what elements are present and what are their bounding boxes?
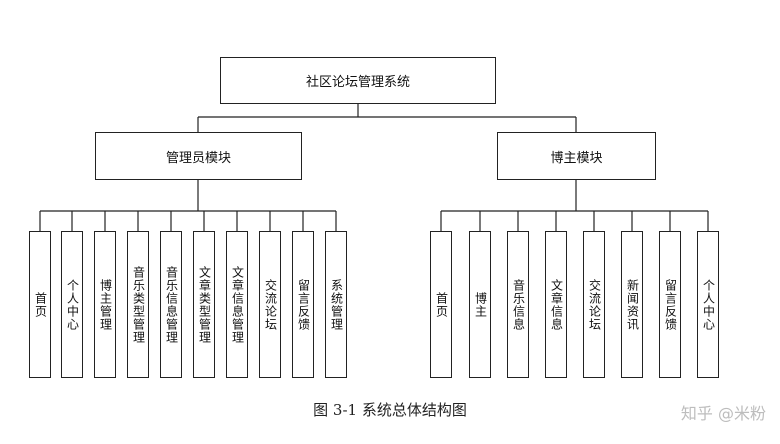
admin-module-node: 管理员模块 xyxy=(95,132,302,180)
blogger-item-article-info: 文章信息 xyxy=(545,231,567,378)
admin-item-article-type-management: 文章类型管理 xyxy=(193,231,215,378)
blogger-module-node: 博主模块 xyxy=(497,132,656,180)
blogger-item-feedback: 留言反馈 xyxy=(659,231,681,378)
blogger-item-home: 首页 xyxy=(430,231,452,378)
admin-item-forum: 交流论坛 xyxy=(259,231,281,378)
admin-item-personal-center: 个人中心 xyxy=(61,231,83,378)
watermark: 知乎 @米粉 xyxy=(680,404,766,423)
blogger-module-label: 博主模块 xyxy=(550,150,603,166)
blogger-item-forum: 交流论坛 xyxy=(583,231,605,378)
admin-item-article-info-management: 文章信息管理 xyxy=(226,231,248,378)
admin-item-home: 首页 xyxy=(29,231,51,378)
blogger-item-news: 新闻资讯 xyxy=(621,231,643,378)
admin-item-feedback: 留言反馈 xyxy=(292,231,314,378)
blogger-item-personal-center: 个人中心 xyxy=(697,231,719,378)
root-node: 社区论坛管理系统 xyxy=(220,57,496,104)
admin-module-label: 管理员模块 xyxy=(165,150,231,166)
admin-item-music-type-management: 音乐类型管理 xyxy=(127,231,149,378)
blogger-item-blogger: 博主 xyxy=(469,231,491,378)
figure-caption: 图 3-1 系统总体结构图 xyxy=(313,401,467,419)
admin-item-blogger-management: 博主管理 xyxy=(94,231,116,378)
admin-item-music-info-management: 音乐信息管理 xyxy=(160,231,182,378)
root-label: 社区论坛管理系统 xyxy=(305,75,410,90)
blogger-item-music-info: 音乐信息 xyxy=(507,231,529,378)
admin-item-system-management: 系统管理 xyxy=(325,231,347,378)
